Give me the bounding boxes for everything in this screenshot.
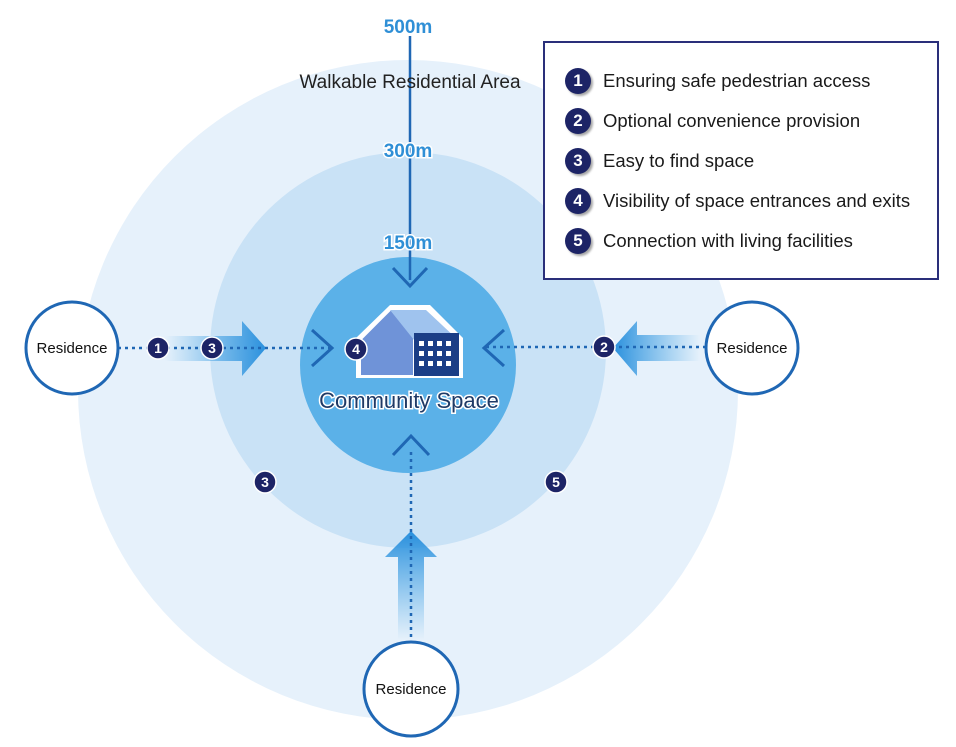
ring-label-300m: 300m (384, 141, 433, 162)
center-badge-4: 4 (344, 337, 368, 361)
right-entry-chevron (481, 328, 506, 368)
ring-badge-lower-right-5: 5 (544, 470, 568, 494)
legend-item: 5 Connection with living facilities (565, 226, 853, 256)
left-entry-chevron (310, 328, 335, 368)
legend-item-text: Ensuring safe pedestrian access (603, 70, 871, 91)
svg-text:3: 3 (208, 340, 216, 356)
right-approach-arrow (613, 321, 700, 376)
residence-left-label: Residence (37, 340, 108, 357)
residence-bottom: Residence (362, 640, 460, 738)
community-building-icon (356, 305, 463, 378)
walkable-area-label: Walkable Residential Area (299, 72, 521, 93)
legend-item: 3 Easy to find space (565, 146, 754, 176)
path-badge-right-2: 2 (592, 335, 616, 359)
svg-text:1: 1 (154, 340, 162, 356)
legend-item: 2 Optional convenience provision (565, 106, 860, 136)
legend-item-text: Optional convenience provision (603, 110, 861, 131)
legend-number-badge: 2 (565, 108, 591, 134)
legend-box: 1 Ensuring safe pedestrian access 2 Opti… (543, 41, 939, 280)
residence-left: Residence (24, 300, 120, 396)
top-entry-chevron (391, 266, 429, 289)
community-space-label: Community Space (319, 388, 499, 413)
svg-text:3: 3 (261, 474, 269, 490)
ring-badge-lower-left-3: 3 (253, 470, 277, 494)
legend-item-text: Easy to find space (603, 150, 755, 171)
path-badge-left-3: 3 (200, 336, 224, 360)
legend-number-badge: 3 (565, 148, 591, 174)
svg-text:2: 2 (600, 339, 608, 355)
legend-item-text: Connection with living facilities (603, 230, 853, 251)
ring-label-500m: 500m (384, 17, 433, 38)
legend-number-badge: 5 (565, 228, 591, 254)
bottom-entry-chevron (391, 433, 431, 457)
ring-label-150m: 150m (384, 233, 433, 254)
residence-bottom-label: Residence (376, 681, 447, 698)
legend-item: 4 Visibility of space entrances and exit… (565, 186, 910, 216)
residence-right: Residence (704, 300, 800, 396)
svg-text:5: 5 (552, 474, 560, 490)
path-badge-left-1: 1 (146, 336, 170, 360)
legend-item-text: Visibility of space entrances and exits (603, 190, 911, 211)
svg-text:4: 4 (352, 341, 360, 357)
legend-number-badge: 1 (565, 68, 591, 94)
residence-right-label: Residence (717, 340, 788, 357)
legend-item: 1 Ensuring safe pedestrian access (565, 66, 870, 96)
legend-number-badge: 4 (565, 188, 591, 214)
